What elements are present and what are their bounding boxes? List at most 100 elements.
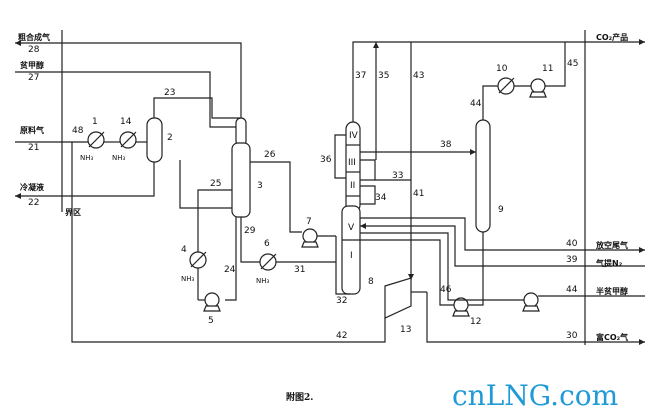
stream-40-label: 放空尾气 xyxy=(595,240,628,250)
stream-40-line xyxy=(360,217,645,251)
stream-25-line xyxy=(197,189,232,252)
equipment-14-number: 14 xyxy=(120,117,132,127)
pump-12-base xyxy=(529,91,547,98)
equipment-3-number: 3 xyxy=(257,181,263,191)
stream-45-line xyxy=(545,42,566,87)
stream-38-arrow xyxy=(470,149,476,155)
hx14-arrow xyxy=(120,131,137,148)
stream-22-label: 冷凝液 xyxy=(20,182,44,192)
stream-24-line xyxy=(225,217,237,301)
stream-40-arrow xyxy=(639,247,645,253)
stream-32-number: 32 xyxy=(336,296,347,306)
watermark: cnLNG.com xyxy=(452,379,618,412)
section-II-label: II xyxy=(350,181,355,191)
equipment-12-number: 11 xyxy=(542,64,553,74)
stream-44-number: 44 xyxy=(566,285,578,295)
equipment-11-number: 10 xyxy=(496,64,508,74)
stream-33-number: 33 xyxy=(392,171,403,181)
co2-product-label: CO₂产品 xyxy=(596,32,628,42)
stream-30-line xyxy=(426,292,645,343)
equipment-6-number: 6 xyxy=(264,239,270,249)
equipment-8-number: 7 xyxy=(306,217,312,227)
hx1-nh3-label: NH₃ xyxy=(80,154,94,162)
stream-22-arrow xyxy=(15,193,21,199)
hx1-arrow xyxy=(88,131,105,148)
stream-29-line xyxy=(240,217,260,263)
pump-4 xyxy=(204,292,220,308)
hx5-nh3-label: NH₃ xyxy=(181,275,195,283)
stream-39-number: 39 xyxy=(566,255,578,265)
hx6-arrow xyxy=(260,253,277,270)
absorber-column-3-top xyxy=(235,117,247,147)
stream-25-number: 25 xyxy=(210,179,221,189)
stream-32-line xyxy=(335,236,350,295)
equipment-13-number: 12 xyxy=(470,317,481,327)
stream-30-number: 30 xyxy=(566,331,578,341)
stream-34-line xyxy=(360,185,376,205)
stream-23-line xyxy=(153,97,240,119)
pump-13-base xyxy=(452,310,470,317)
stream-39-line xyxy=(360,225,645,267)
equipment-5-number: 4 xyxy=(181,245,187,255)
pump-14b xyxy=(523,292,539,308)
pump-14b-base xyxy=(522,305,540,312)
hx14-nh3-label: NH₃ xyxy=(112,154,126,162)
stream-28-number: 28 xyxy=(28,45,40,55)
pump-12 xyxy=(530,78,546,94)
stream-22-number: 22 xyxy=(28,198,39,208)
figure-caption: 附图2. xyxy=(286,391,313,403)
stream-30-label: 富CO₂气 xyxy=(596,332,628,342)
stream-23-number: 23 xyxy=(164,88,175,98)
stream-28-arrow xyxy=(15,40,21,46)
stream-36-number: 36 xyxy=(320,155,332,165)
stream-21-number: 21 xyxy=(28,143,39,153)
stream-28-label: 粗合成气 xyxy=(18,32,50,42)
equipment-1-number: 1 xyxy=(92,117,98,127)
equipment-10-number: 9 xyxy=(498,205,504,215)
stream-39-arrow xyxy=(360,223,366,229)
stream-27-number: 27 xyxy=(28,73,39,83)
stream-22-line xyxy=(15,160,155,197)
hx6-nh3-label: NH₃ xyxy=(256,277,270,285)
stream-45-number: 45 xyxy=(567,59,578,69)
stream-35-arrow xyxy=(373,42,379,48)
compressor-9 xyxy=(384,277,412,319)
boundary-label: 界区 xyxy=(65,207,81,217)
stream-44-return-line xyxy=(360,232,524,301)
separator-2 xyxy=(146,117,163,163)
stream-39-label: 气提N₂ xyxy=(595,258,623,268)
stream-42-line xyxy=(71,142,386,343)
col10-top-line xyxy=(482,85,498,120)
stream-44a-number: 44 xyxy=(470,99,482,109)
co2-product-arrow xyxy=(639,39,645,45)
stream-33-line xyxy=(360,159,376,181)
stream-46-number: 46 xyxy=(440,285,452,295)
section-IV-label: IV xyxy=(349,131,359,141)
stream-43-number: 43 xyxy=(413,71,424,81)
flash-column-10 xyxy=(475,119,491,233)
stream-26-line xyxy=(250,161,302,233)
stream-28-line xyxy=(15,42,242,122)
equipment-2-number: 2 xyxy=(167,133,173,143)
stream-23-loop-line xyxy=(179,160,232,209)
hx11-arrow xyxy=(498,77,515,94)
stream-31-number: 31 xyxy=(294,265,305,275)
stream-37-line xyxy=(352,41,585,122)
absorber-column-3 xyxy=(231,142,251,218)
equipment-9-number: 13 xyxy=(400,325,411,335)
pump-8-base xyxy=(301,241,319,248)
stream-29-number: 29 xyxy=(244,226,256,236)
stream-26-number: 26 xyxy=(264,150,276,160)
pump-4-base xyxy=(203,305,221,312)
stream-38-number: 38 xyxy=(440,140,452,150)
section-V-label: V xyxy=(348,223,355,233)
stream-21-label: 原料气 xyxy=(20,125,44,135)
stream-43-arrow xyxy=(408,274,414,280)
stripper-column-7 xyxy=(341,205,361,295)
stream-24-number: 24 xyxy=(224,265,236,275)
stream-46-line xyxy=(360,239,454,306)
stream-35-number: 35 xyxy=(378,71,389,81)
stream-37-number: 37 xyxy=(355,71,366,81)
stream-40-number: 40 xyxy=(566,239,578,249)
